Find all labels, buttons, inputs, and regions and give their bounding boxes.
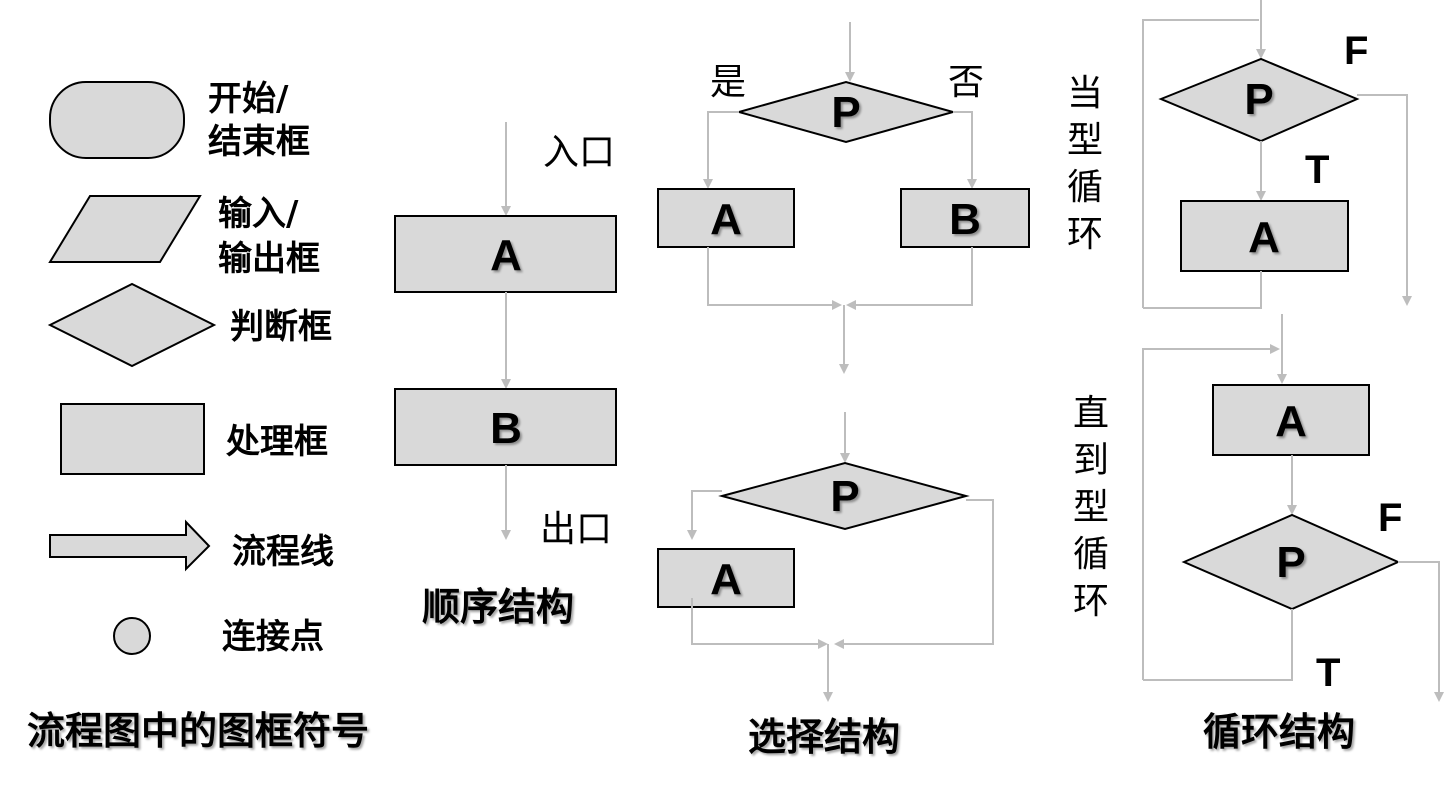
decision-label: 判断框 [230, 307, 332, 347]
while-loop: 当 型 循 环 P F T A [1067, 0, 1412, 309]
selection-b1-label: B [949, 195, 981, 244]
sequence-structure: 入口 A B 出口 顺序结构 [394, 122, 617, 629]
while-f-label: F [1344, 29, 1368, 73]
connector-symbol [113, 617, 151, 655]
selection-single-branch: P A 选择结构 [657, 412, 994, 759]
selection-title: 选择结构 [748, 715, 900, 759]
while-decision-p [1158, 57, 1360, 143]
selection-no-label: 否 [948, 62, 984, 103]
until-loop: 直 到 型 循 环 A P F T 循环结构 [1073, 314, 1444, 754]
loop-title: 循环结构 [1203, 710, 1355, 754]
selection-p2-label: P [830, 472, 859, 521]
while-box-a [1180, 200, 1349, 272]
sequence-box-a-label: A [490, 231, 522, 280]
process-symbol [60, 403, 205, 475]
sequence-box-b [394, 388, 617, 466]
io-label-line2: 输出框 [218, 239, 320, 279]
until-p-label: P [1276, 538, 1305, 587]
io-label-line1: 输入/ [218, 194, 299, 234]
until-t-label: T [1316, 651, 1340, 695]
until-f-label: F [1378, 496, 1402, 540]
terminal-label-line1: 开始/ [208, 79, 289, 119]
while-p-label: P [1244, 75, 1273, 124]
selection-a1-label: A [710, 195, 742, 244]
selection-p1-label: P [831, 88, 860, 137]
sequence-box-b-label: B [490, 404, 522, 453]
terminal-symbol [49, 81, 185, 159]
flowline-label: 流程线 [232, 532, 334, 572]
sequence-exit-label: 出口 [540, 509, 612, 550]
connector-label: 连接点 [222, 617, 324, 657]
selection-decision-p2 [718, 461, 970, 531]
legend: 开始/ 结束框 输入/ 输出框 判断框 处理框 流程线 连接点 流程图中的图框符… [27, 79, 369, 753]
while-a-label: A [1248, 213, 1280, 262]
while-label-char1: 当 [1067, 73, 1103, 114]
process-label: 处理框 [225, 422, 328, 462]
until-label-char5: 环 [1073, 581, 1109, 622]
selection-yes-label: 是 [710, 62, 746, 103]
while-label-char4: 环 [1067, 214, 1103, 255]
terminal-label-line2: 结束框 [208, 122, 310, 162]
decision-symbol [47, 282, 217, 368]
selection-box-a1 [657, 188, 795, 248]
selection-box-a2 [657, 548, 795, 608]
sequence-title: 顺序结构 [422, 585, 574, 629]
legend-title: 流程图中的图框符号 [27, 709, 369, 753]
until-a-label: A [1275, 397, 1307, 446]
selection-box-b1 [900, 188, 1030, 248]
sequence-entry-label: 入口 [543, 132, 615, 173]
selection-if-else: P 是 否 A B [657, 22, 1030, 374]
while-label-char3: 循 [1067, 167, 1103, 208]
while-label-char2: 型 [1067, 120, 1103, 161]
io-symbol [48, 195, 202, 263]
until-label-char2: 到 [1073, 440, 1109, 481]
flowline-arrow-icon [49, 519, 211, 572]
until-label-char4: 循 [1073, 534, 1109, 575]
until-label-char1: 直 [1073, 393, 1109, 434]
selection-a2-label: A [710, 555, 742, 604]
while-t-label: T [1305, 148, 1329, 192]
until-label-char3: 型 [1073, 487, 1109, 528]
